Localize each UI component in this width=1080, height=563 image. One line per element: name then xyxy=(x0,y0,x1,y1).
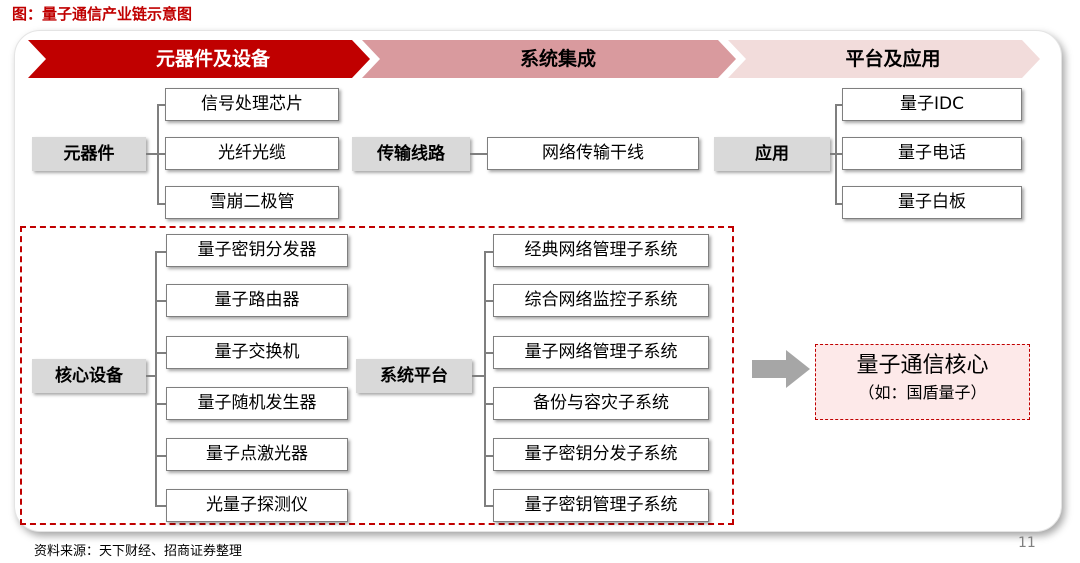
stage-2-label: 系统集成 xyxy=(519,48,596,70)
subsystem-item: 量子密钥管理子系统 xyxy=(493,489,709,522)
connector xyxy=(157,153,167,155)
core-sub-label: （如：国盾量子） xyxy=(858,383,987,402)
connector xyxy=(470,153,488,155)
subsystem-item: 量子密钥分发子系统 xyxy=(493,438,709,471)
connector xyxy=(484,300,494,302)
stage-1-chevron xyxy=(28,40,370,78)
connector xyxy=(155,403,167,405)
figure-title: 图：量子通信产业链示意图 xyxy=(12,5,193,23)
transmission-category: 传输线路 xyxy=(352,137,470,171)
connector xyxy=(835,104,843,106)
connector xyxy=(155,251,157,506)
subsystem-item: 备份与容灾子系统 xyxy=(493,387,709,420)
connector xyxy=(155,300,167,302)
connector xyxy=(146,153,158,155)
connector xyxy=(484,251,494,253)
connector xyxy=(155,455,167,457)
application-item: 量子电话 xyxy=(842,137,1022,170)
core-equipment-region xyxy=(20,226,734,525)
subsystem-item: 综合网络监控子系统 xyxy=(493,284,709,317)
subsystem-item: 经典网络管理子系统 xyxy=(493,234,709,267)
component-item: 信号处理芯片 xyxy=(165,88,339,121)
connector xyxy=(484,251,486,506)
subsystem-item: 量子网络管理子系统 xyxy=(493,336,709,369)
connector xyxy=(484,352,494,354)
applications-category: 应用 xyxy=(714,137,830,171)
quantum-core-box: 量子通信核心 （如：国盾量子） xyxy=(815,344,1030,420)
transmission-item: 网络传输干线 xyxy=(487,137,699,170)
connector xyxy=(155,352,167,354)
core-device-item: 量子路由器 xyxy=(166,284,348,317)
component-item: 雪崩二极管 xyxy=(165,186,339,219)
connector xyxy=(155,251,167,253)
connector xyxy=(484,455,494,457)
connector xyxy=(835,203,843,205)
core-device-item: 量子交换机 xyxy=(166,336,348,369)
stage-3-chevron xyxy=(728,40,1040,78)
connector xyxy=(484,505,494,507)
stage-3-label: 平台及应用 xyxy=(845,48,941,70)
connector xyxy=(472,375,485,377)
connector xyxy=(157,203,167,205)
core-main-label: 量子通信核心 xyxy=(856,353,989,378)
components-category: 元器件 xyxy=(32,137,146,171)
connector xyxy=(146,375,156,377)
stage-chevrons xyxy=(28,40,1040,78)
stage-labels: 元器件及设备 系统集成 平台及应用 xyxy=(28,40,1040,78)
core-device-item: 量子点激光器 xyxy=(166,438,348,471)
core-device-item: 光量子探测仪 xyxy=(166,489,348,522)
right-arrow-icon xyxy=(752,350,810,388)
connector xyxy=(484,403,494,405)
connector xyxy=(155,505,167,507)
core-device-item: 量子随机发生器 xyxy=(166,387,348,420)
component-item: 光纤光缆 xyxy=(165,137,339,170)
connector xyxy=(157,104,167,106)
page-number: 11 xyxy=(1018,535,1036,551)
core-device-item: 量子密钥分发器 xyxy=(166,234,348,267)
stage-1-label: 元器件及设备 xyxy=(155,48,270,70)
system-platform-category: 系统平台 xyxy=(356,359,472,393)
core-devices-category: 核心设备 xyxy=(32,359,146,393)
source-note: 资料来源：天下财经、招商证券整理 xyxy=(34,544,243,559)
application-item: 量子IDC xyxy=(842,88,1022,121)
connector xyxy=(830,153,836,155)
connector xyxy=(835,153,843,155)
application-item: 量子白板 xyxy=(842,186,1022,219)
stage-2-chevron xyxy=(362,40,736,78)
